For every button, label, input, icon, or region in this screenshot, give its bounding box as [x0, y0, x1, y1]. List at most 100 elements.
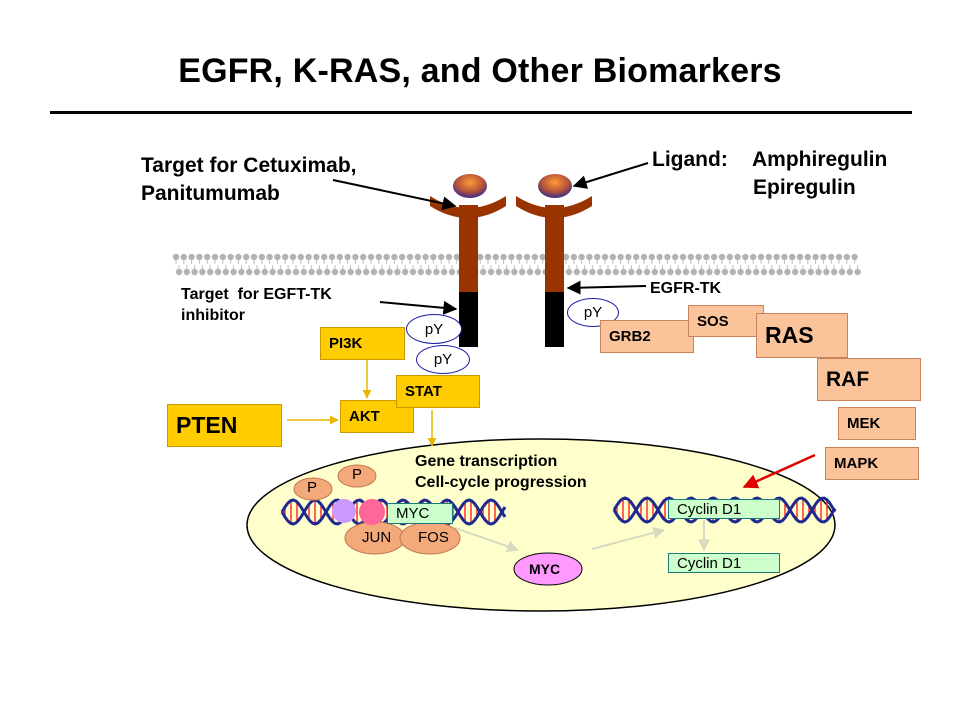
lipid-head: [659, 268, 666, 276]
lipid-head: [523, 253, 531, 261]
antibody-target-line2: Panitumumab: [141, 182, 280, 205]
lipid-head: [757, 253, 765, 261]
gene-transcription-label: Gene transcription: [415, 453, 558, 470]
lipid-head: [503, 268, 510, 276]
lipid-head: [804, 253, 811, 261]
lipid-head: [838, 268, 846, 276]
lipid-head: [799, 268, 807, 276]
lipid-head: [402, 268, 409, 276]
lipid-head: [188, 253, 195, 261]
lipid-head: [711, 253, 718, 261]
lipid-head: [667, 268, 674, 276]
lipid-head: [441, 268, 448, 276]
lipid-head: [331, 268, 339, 276]
lipid-head: [406, 253, 414, 261]
lipid-head: [734, 253, 741, 261]
lipid-head: [394, 268, 401, 276]
lipid-head: [370, 268, 378, 276]
lipid-head: [207, 268, 214, 276]
lipid-head: [253, 268, 261, 276]
lipid-head: [433, 268, 440, 276]
lipid-head: [383, 253, 390, 261]
lipid-head: [703, 253, 710, 261]
lipid-head: [565, 268, 573, 276]
lipid-head: [612, 268, 619, 276]
lipid-head: [211, 253, 219, 261]
lipid-head: [651, 268, 658, 276]
pink-factor: [359, 499, 385, 525]
lipid-head: [422, 253, 429, 261]
lipid-head: [812, 253, 819, 261]
lipid-head: [344, 253, 351, 261]
ligand-left: [453, 174, 487, 198]
lipid-head: [297, 253, 304, 261]
lipid-head: [625, 253, 632, 261]
lipid-head: [534, 268, 541, 276]
lipid-head: [672, 253, 679, 261]
lipid-head: [573, 268, 580, 276]
egfr-tk-arrow: [566, 280, 647, 295]
lipid-head: [851, 253, 858, 261]
lipid-head: [682, 268, 690, 276]
lipid-head: [846, 268, 853, 276]
lipid-head: [796, 253, 804, 261]
lipid-head: [570, 253, 577, 261]
lipid-head: [230, 268, 237, 276]
stat-box: STAT: [396, 375, 480, 408]
lipid-head: [175, 268, 183, 276]
lipid-head: [316, 268, 323, 276]
lipid-head: [378, 268, 385, 276]
myc-gene-tag: MYC: [387, 503, 453, 524]
myc-to-cyclin-arrow: [591, 526, 666, 550]
lipid-head: [792, 268, 799, 276]
lipid-head: [363, 268, 370, 276]
tk-inhibitor-callout: Target for EGFT-TK inhibitor: [181, 284, 332, 326]
lipid-head: [321, 253, 328, 261]
lipid-head: [831, 268, 838, 276]
lipid-head: [828, 253, 835, 261]
lipid-head: [360, 253, 367, 261]
lipid-head: [781, 253, 788, 261]
lipid-head: [742, 253, 749, 261]
lipid-head: [597, 268, 604, 276]
lipid-head: [500, 253, 507, 261]
lipid-head: [191, 268, 198, 276]
lipid-head: [300, 268, 307, 276]
pi3k-box: PI3K: [320, 327, 405, 360]
lipid-head: [698, 268, 705, 276]
lipid-head: [339, 268, 346, 276]
lipid-head: [531, 253, 538, 261]
lipid-head: [445, 253, 453, 261]
tk-inhibitor-line2: inhibitor: [181, 307, 245, 324]
lipid-head: [308, 268, 315, 276]
lipid-head: [721, 268, 729, 276]
tk-inhibitor-arrow: [379, 300, 458, 315]
cell-membrane: [172, 253, 861, 276]
lipid-head: [289, 253, 297, 261]
phospho-p2-label: P: [352, 466, 363, 483]
lipid-head: [854, 268, 861, 276]
lipid-head: [453, 253, 460, 261]
lipid-head: [246, 268, 253, 276]
lipid-head: [601, 253, 609, 261]
lipid-head: [620, 268, 627, 276]
lipid-head: [843, 253, 850, 261]
lipid-head: [539, 253, 546, 261]
lipid-head: [214, 268, 222, 276]
py-bubble-1: pY: [406, 314, 462, 344]
lipid-head: [589, 268, 596, 276]
lipid-head: [495, 268, 502, 276]
lipid-head: [776, 268, 783, 276]
cell-cycle-label: Cell-cycle progression: [415, 474, 587, 491]
lipid-head: [487, 268, 495, 276]
lipid-head: [238, 268, 245, 276]
lipid-head: [172, 253, 180, 261]
lipid-head: [737, 268, 744, 276]
violet-factor: [332, 499, 356, 523]
lipid-head: [375, 253, 382, 261]
lipid-head: [219, 253, 226, 261]
cyclin-d1-gene-tag: Cyclin D1: [668, 499, 780, 519]
lipid-head: [643, 268, 651, 276]
phospho-p1-label: P: [307, 479, 318, 496]
